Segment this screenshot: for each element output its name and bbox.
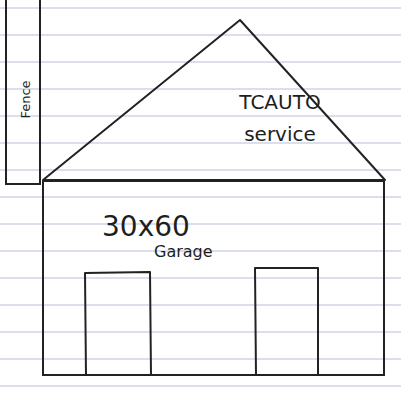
- dimension-label: 30x60: [102, 210, 190, 243]
- garage-label: Garage: [154, 242, 213, 261]
- garage-doors: [85, 268, 318, 376]
- fence-strip: Fence: [5, 0, 41, 185]
- roof-line: [43, 20, 385, 180]
- roof-triangle: TCAUTO service: [42, 18, 386, 182]
- roof-label: TCAUTO service: [215, 86, 345, 150]
- garage-body: 30x60Garage: [42, 180, 385, 376]
- fence-label: Fence: [18, 80, 33, 118]
- door: [255, 268, 318, 376]
- roof-outline: [42, 18, 386, 182]
- door: [85, 272, 151, 376]
- ruled-lines: [0, 8, 401, 386]
